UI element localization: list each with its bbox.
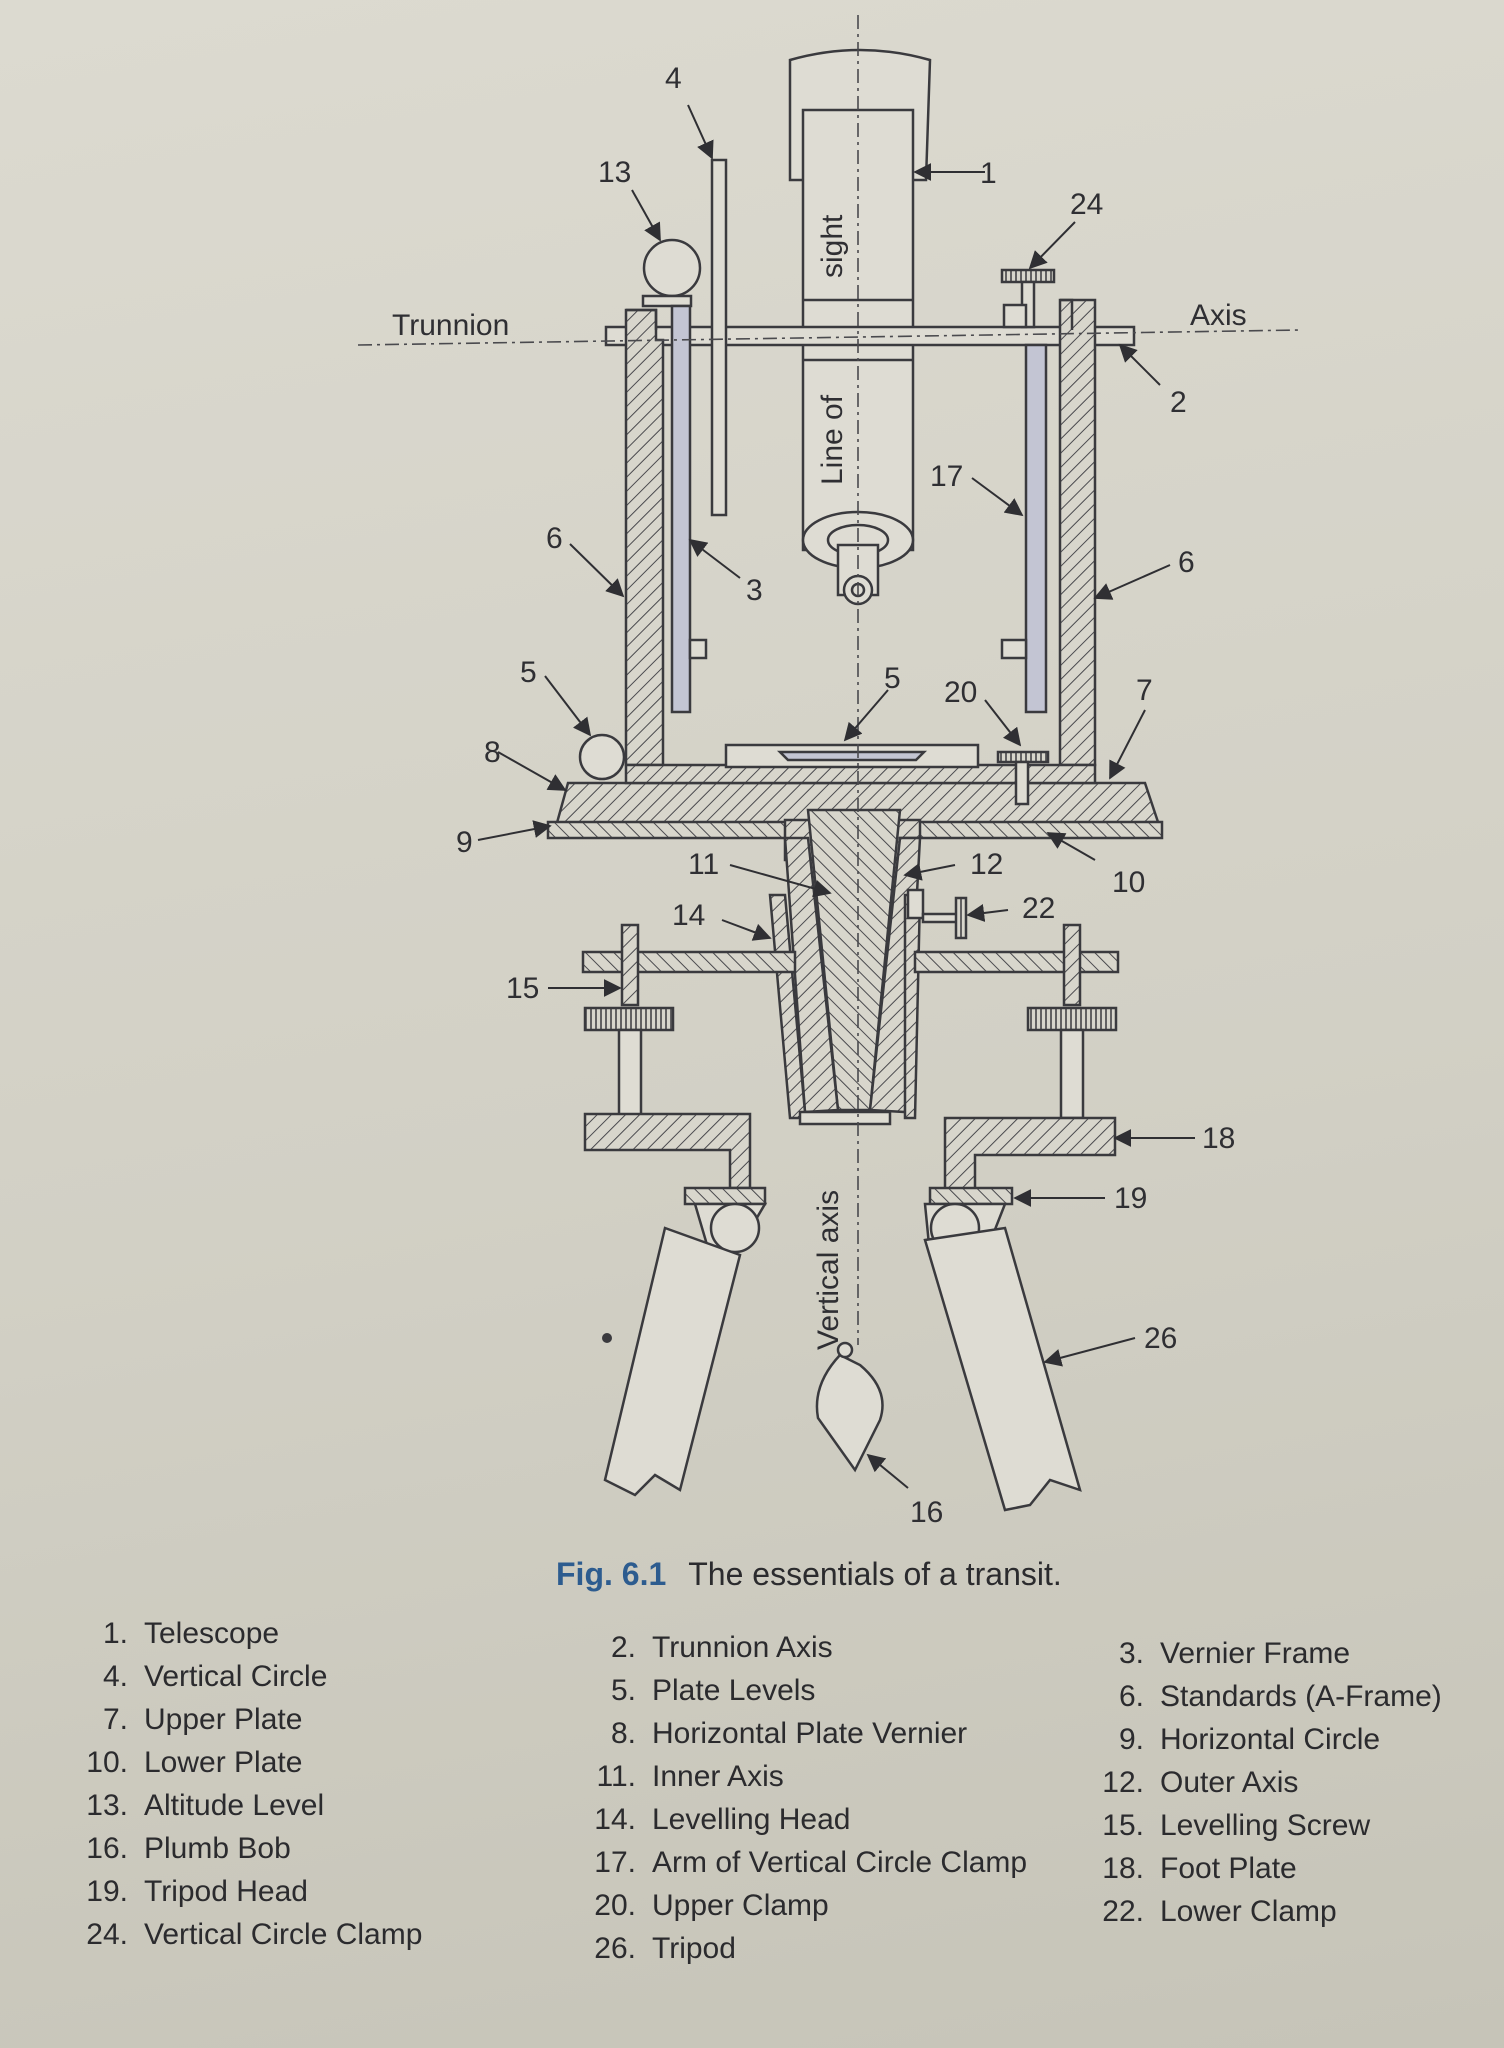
leader-5b: [843, 689, 889, 742]
callout-11: 11: [688, 848, 719, 881]
legend-item: 2.Trunnion Axis: [610, 1631, 833, 1664]
leader-10: [1046, 832, 1096, 861]
legend-item: 19.Tripod Head: [86, 1875, 308, 1908]
legend-item: 17.Arm of Vertical Circle Clamp: [594, 1846, 1028, 1879]
legend-item: 24.Vertical Circle Clamp: [86, 1918, 423, 1951]
vertical-axis-label: Vertical axis: [812, 1190, 845, 1350]
callout-6a: 6: [546, 522, 563, 555]
axis-label: Axis: [1190, 299, 1247, 332]
leader-3: [688, 538, 741, 579]
vertical-circle: [710, 158, 728, 517]
legend-item: 8.Horizontal Plate Vernier: [610, 1717, 968, 1750]
legend-column-3: 3.Vernier Frame 6.Standards (A-Frame) 9.…: [1082, 1632, 1442, 1933]
legend-item: 10.Lower Plate: [86, 1746, 303, 1779]
callout-24: 24: [1070, 188, 1103, 221]
line-of-label: Line of: [816, 394, 849, 485]
legend-item: 6.Standards (A-Frame): [1118, 1680, 1442, 1713]
callout-7: 7: [1136, 674, 1153, 707]
leader-12: [903, 862, 956, 881]
callout-16: 16: [910, 1496, 943, 1529]
leader-17: [971, 477, 1024, 517]
plumb-bob: [815, 1353, 884, 1473]
callout-18: 18: [1202, 1122, 1235, 1155]
leader-9: [477, 820, 552, 841]
legend-item: 11.Inner Axis: [596, 1760, 784, 1793]
callout-10: 10: [1112, 866, 1145, 899]
trunnion-axle: [604, 325, 1136, 347]
leader-6b: [1093, 564, 1171, 600]
callout-3: 3: [746, 574, 763, 607]
callout-17: 17: [930, 460, 963, 493]
legend-item: 22.Lower Clamp: [1102, 1895, 1337, 1928]
leader-5a: [544, 675, 592, 737]
leader-24: [1028, 221, 1076, 270]
figure-number: Fig. 6.1: [556, 1556, 667, 1592]
vertical-circle-clamp: [1000, 268, 1056, 329]
foot-plate: [583, 1112, 1117, 1200]
callout-26: 26: [1144, 1322, 1177, 1355]
leader-2: [1118, 343, 1161, 386]
callout-1: 1: [980, 157, 997, 190]
legend-column-2: 2.Trunnion Axis 5.Plate Levels 8.Horizon…: [574, 1626, 1027, 1970]
callout-14: 14: [672, 899, 705, 932]
legend-item: 12.Outer Axis: [1102, 1766, 1299, 1799]
leader-4: [687, 104, 714, 160]
vertical-clamp-arm: [1024, 343, 1048, 714]
legend-item: 16.Plumb Bob: [86, 1832, 291, 1865]
callout-12: 12: [970, 848, 1003, 881]
legend-item: 9.Horizontal Circle: [1118, 1723, 1381, 1756]
trunnion-label: Trunnion: [392, 309, 509, 342]
callout-22: 22: [1022, 892, 1055, 925]
legend-column-1: 1.Telescope 4.Vertical Circle 7.Upper Pl…: [66, 1612, 422, 1956]
sight-label: sight: [816, 214, 849, 278]
callout-5a: 5: [520, 656, 537, 689]
leader-26: [1043, 1337, 1136, 1367]
altitude-level: [642, 238, 702, 298]
callout-19: 19: [1114, 1182, 1147, 1215]
callout-13: 13: [598, 156, 631, 189]
legend-item: 7.Upper Plate: [102, 1703, 303, 1736]
legend-item: 1.Telescope: [102, 1617, 280, 1650]
tripod: [603, 1226, 1082, 1512]
leader-8: [497, 751, 567, 791]
leader-7: [1109, 709, 1146, 780]
plate-level-left: [578, 733, 626, 781]
legend-item: 20.Upper Clamp: [594, 1889, 829, 1922]
callout-2: 2: [1170, 386, 1187, 419]
stray-mark: [602, 1333, 612, 1343]
callout-8: 8: [484, 736, 501, 769]
vernier-frame: [670, 304, 692, 714]
leader-20: [984, 699, 1022, 747]
lower-clamp: [906, 888, 968, 940]
levelling-screw-right: [1026, 923, 1118, 1120]
legend-item: 3.Vernier Frame: [1118, 1637, 1351, 1670]
callout-4: 4: [665, 62, 682, 95]
leader-22: [966, 904, 1009, 922]
legend-item: 26.Tripod: [594, 1932, 736, 1965]
leader-11: [729, 864, 832, 898]
leader-14: [721, 919, 772, 941]
transit-diagram: Trunnion Axis sight Line of Vertical axi…: [357, 15, 1301, 1529]
figure-title: The essentials of a transit.: [688, 1556, 1062, 1592]
legend-item: 5.Plate Levels: [610, 1674, 816, 1707]
trunnion-axis-centerline: [357, 329, 1301, 346]
levelling-screw-left: [583, 923, 675, 1120]
callout-9: 9: [456, 826, 473, 859]
upper-clamp: [996, 750, 1050, 806]
leader-16: [866, 1453, 909, 1489]
callout-6b: 6: [1178, 546, 1195, 579]
figure-caption: Fig. 6.1 The essentials of a transit.: [556, 1556, 1062, 1593]
legend-item: 4.Vertical Circle: [102, 1660, 328, 1693]
leader-13: [631, 189, 661, 242]
leader-6a: [569, 543, 625, 598]
legend-item: 14.Levelling Head: [594, 1803, 851, 1836]
legend-item: 13.Altitude Level: [86, 1789, 325, 1822]
legend-item: 15.Levelling Screw: [1102, 1809, 1371, 1842]
callout-5b: 5: [884, 662, 901, 695]
callout-20: 20: [944, 676, 977, 709]
outer-axis: [783, 836, 840, 1114]
legend-item: 18.Foot Plate: [1102, 1852, 1297, 1885]
callout-15: 15: [506, 972, 539, 1005]
